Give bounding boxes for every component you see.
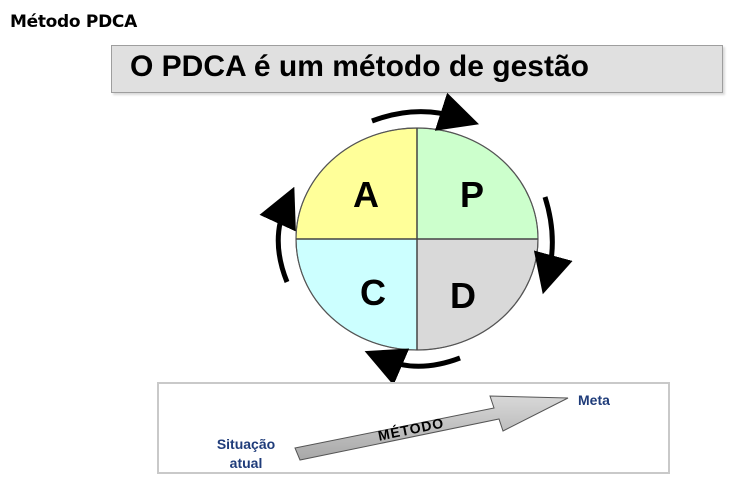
cycle-arrow-bottom [364,348,461,386]
current-situation-line2: atual [229,455,263,471]
quadrant-a-label: A [353,174,379,215]
page-title: Método PDCA [10,12,137,32]
quadrant-p-label: P [460,174,484,215]
cycle-arrow-top [371,92,480,131]
method-arrow [294,395,569,461]
banner-text: O PDCA é um método de gestão [130,50,589,83]
current-situation-label: Situação atual [199,435,293,473]
title-banner: O PDCA é um método de gestão [111,45,723,93]
goal-label: Meta [578,392,610,408]
cycle-arrow-right [533,196,573,295]
quadrant-c-label: C [360,272,386,313]
quadrant-d-label: D [450,275,476,316]
cycle-arrow-left [259,186,296,283]
current-situation-line1: Situação [216,436,276,452]
method-arrow-label: MÉTODO [376,415,445,444]
